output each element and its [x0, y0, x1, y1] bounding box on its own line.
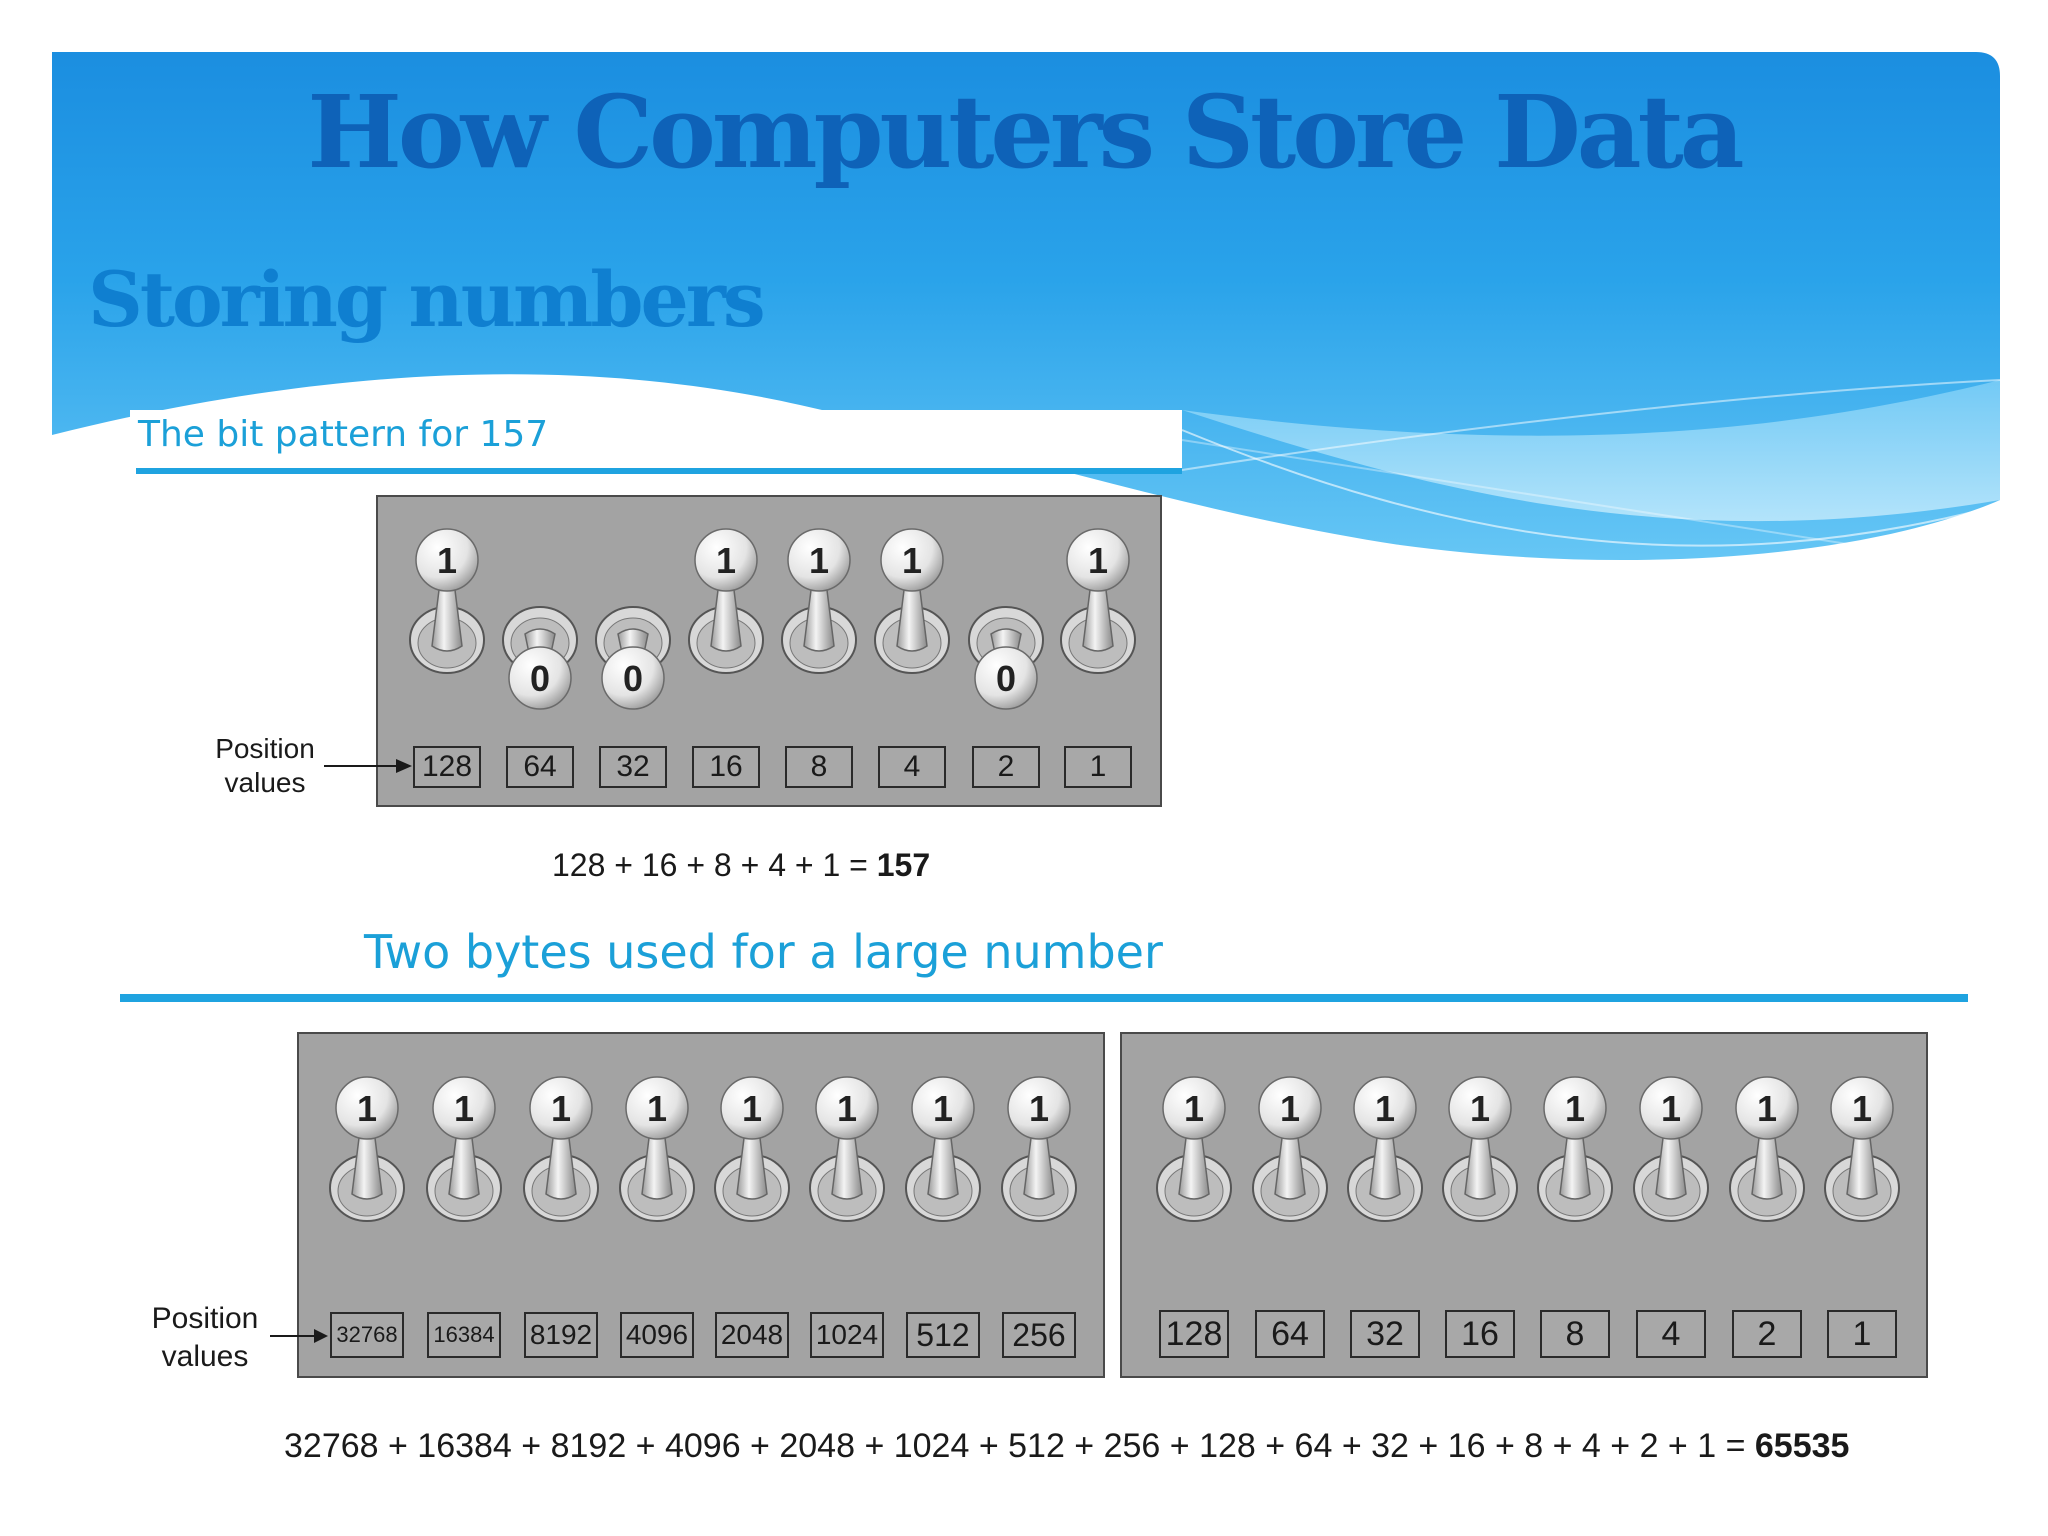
equation-result: 65535	[1754, 1427, 1850, 1465]
toggle-switch-on-icon: 1	[1633, 1076, 1709, 1222]
position-value-box: 32	[1350, 1310, 1420, 1358]
toggle-switch-on-icon: 1	[874, 528, 950, 674]
position-label-line2: values	[161, 1340, 249, 1373]
toggle-switch-on-icon: 1	[688, 528, 764, 674]
bit-value: 1	[454, 1088, 474, 1129]
position-value-box: 1024	[810, 1312, 884, 1358]
toggle-switch-on-icon: 1	[1729, 1076, 1805, 1222]
bit-value: 1	[1757, 1088, 1777, 1129]
toggle-switch-off-icon: 0	[595, 606, 671, 710]
bit-value: 1	[809, 540, 829, 581]
position-value-box: 16	[692, 746, 760, 788]
bit-value: 1	[933, 1088, 953, 1129]
position-value-box: 8	[785, 746, 853, 788]
toggle-switch-on-icon: 1	[1442, 1076, 1518, 1222]
bit-value: 0	[623, 658, 643, 699]
bit-value: 1	[1029, 1088, 1049, 1129]
toggle-switch-on-icon: 1	[329, 1076, 405, 1222]
toggle-switch-on-icon: 1	[1347, 1076, 1423, 1222]
section2-title: Two bytes used for a large number	[364, 925, 1163, 979]
bit-value: 1	[1280, 1088, 1300, 1129]
bit-value: 1	[1088, 540, 1108, 581]
toggle-switch-on-icon: 1	[426, 1076, 502, 1222]
bit-value: 1	[1375, 1088, 1395, 1129]
bit-value: 1	[716, 540, 736, 581]
position-value-box: 2048	[715, 1312, 789, 1358]
position-value-box: 4096	[620, 1312, 694, 1358]
section1-title: The bit pattern for 157	[138, 414, 549, 455]
position-value-box: 2	[1732, 1310, 1802, 1358]
position-value-box: 4	[878, 746, 946, 788]
bit-value: 1	[837, 1088, 857, 1129]
position-label-line1: Position	[215, 733, 315, 764]
toggle-switch-on-icon: 1	[1001, 1076, 1077, 1222]
toggle-switch-off-icon: 0	[968, 606, 1044, 710]
position-value-box: 16	[1445, 1310, 1515, 1358]
toggle-switch-on-icon: 1	[619, 1076, 695, 1222]
toggle-switch-on-icon: 1	[523, 1076, 599, 1222]
position-value-box: 4	[1636, 1310, 1706, 1358]
bit-value: 1	[437, 540, 457, 581]
position-label-line2: values	[224, 767, 306, 798]
position-value-box: 64	[506, 746, 574, 788]
position-value-box: 32768	[330, 1312, 404, 1358]
equation-result: 157	[876, 847, 931, 883]
equation-terms: 32768 + 16384 + 8192 + 4096 + 2048 + 102…	[284, 1427, 1755, 1465]
toggle-switch-on-icon: 1	[1156, 1076, 1232, 1222]
position-value-box: 128	[1159, 1310, 1229, 1358]
position-values-label: Position values	[140, 1300, 270, 1376]
bit-value: 1	[902, 540, 922, 581]
bit-value: 1	[551, 1088, 571, 1129]
bit-value: 1	[1470, 1088, 1490, 1129]
section1-divider	[136, 468, 1182, 474]
position-value-box: 256	[1002, 1312, 1076, 1358]
toggle-switch-on-icon: 1	[905, 1076, 981, 1222]
slide-title: How Computers Store Data	[307, 73, 1744, 191]
toggle-switch-on-icon: 1	[1060, 528, 1136, 674]
bit-value: 1	[1184, 1088, 1204, 1129]
bit-value: 1	[647, 1088, 667, 1129]
toggle-switch-on-icon: 1	[1824, 1076, 1900, 1222]
bit-value: 1	[1852, 1088, 1872, 1129]
position-value-box: 32	[599, 746, 667, 788]
bit-value: 1	[1565, 1088, 1585, 1129]
section2-divider	[120, 994, 1968, 1002]
equation-157: 128 + 16 + 8 + 4 + 1 = 157	[552, 845, 930, 885]
toggle-switch-on-icon: 1	[409, 528, 485, 674]
position-values-label: Position values	[200, 732, 330, 800]
toggle-switch-on-icon: 1	[1537, 1076, 1613, 1222]
position-value-box: 1	[1827, 1310, 1897, 1358]
position-arrow-icon	[324, 759, 412, 773]
position-value-box: 512	[906, 1312, 980, 1358]
toggle-switch-on-icon: 1	[809, 1076, 885, 1222]
bit-value: 0	[530, 658, 550, 699]
toggle-switch-on-icon: 1	[1252, 1076, 1328, 1222]
bit-value: 0	[996, 658, 1016, 699]
position-value-box: 16384	[427, 1312, 501, 1358]
bit-value: 1	[1661, 1088, 1681, 1129]
slide-subtitle: Storing numbers	[88, 255, 766, 344]
position-label-line1: Position	[151, 1302, 259, 1335]
position-value-box: 8192	[524, 1312, 598, 1358]
position-value-box: 64	[1255, 1310, 1325, 1358]
equation-65535: 32768 + 16384 + 8192 + 4096 + 2048 + 102…	[284, 1425, 1849, 1467]
bit-value: 1	[357, 1088, 377, 1129]
equation-terms: 128 + 16 + 8 + 4 + 1 =	[552, 847, 877, 883]
position-value-box: 2	[972, 746, 1040, 788]
position-arrow-icon	[270, 1329, 328, 1343]
position-value-box: 128	[413, 746, 481, 788]
toggle-switch-off-icon: 0	[502, 606, 578, 710]
position-value-box: 1	[1064, 746, 1132, 788]
position-value-box: 8	[1540, 1310, 1610, 1358]
toggle-switch-on-icon: 1	[714, 1076, 790, 1222]
bit-value: 1	[742, 1088, 762, 1129]
toggle-switch-on-icon: 1	[781, 528, 857, 674]
